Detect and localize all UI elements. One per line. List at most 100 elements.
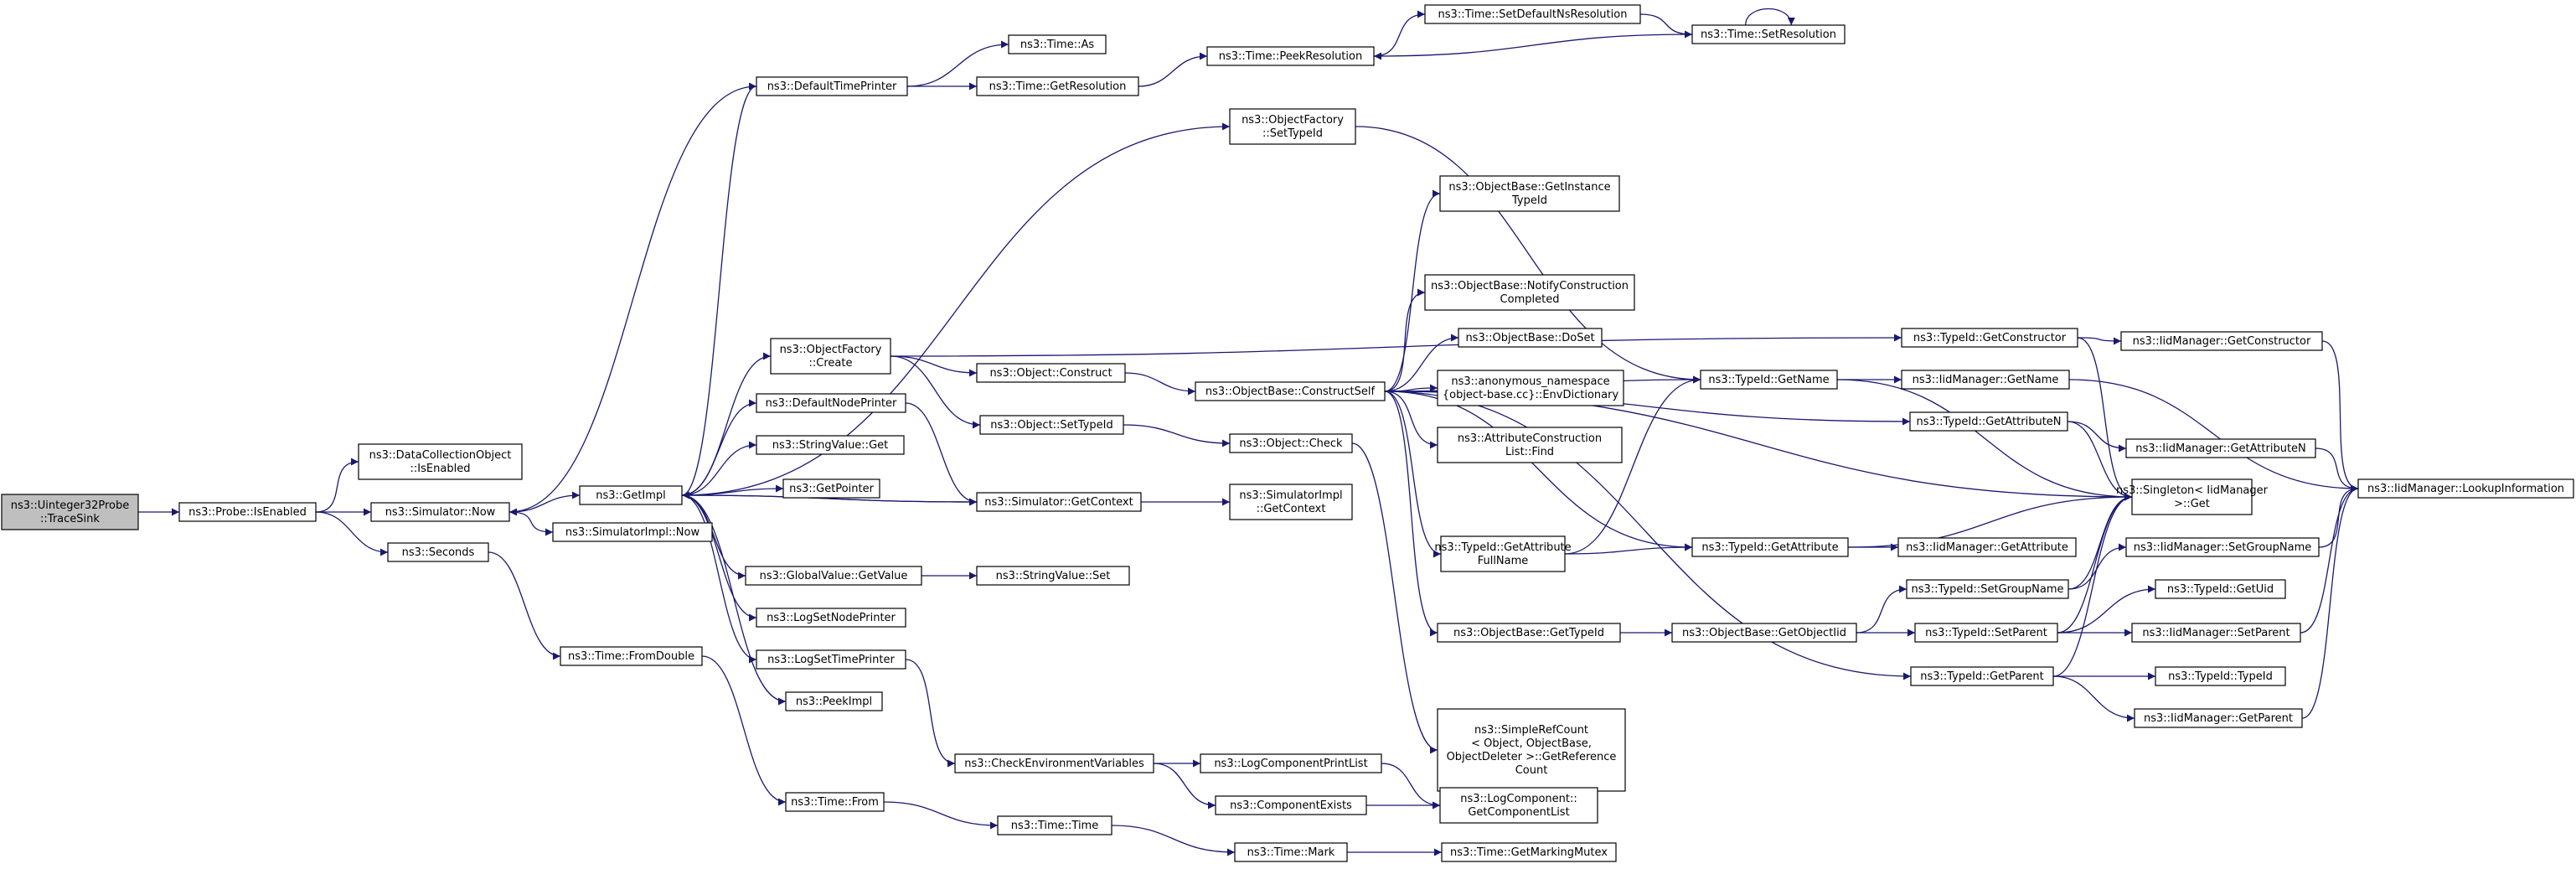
graph-node[interactable]: ns3::TypeId::GetAttributeN [1909,411,2068,432]
graph-node[interactable]: ns3::Object::SetTypeId [979,415,1124,435]
graph-node[interactable]: ns3::Simulator::GetContext [976,492,1142,512]
node-label: >::Get [2174,498,2210,510]
node-label: ns3::Simulator::Now [385,506,496,519]
graph-node[interactable]: ns3::IidManager::SetGroupName [2125,537,2320,557]
graph-node[interactable]: ns3::Probe::IsEnabled [178,502,317,522]
graph-node[interactable]: ns3::Time::FromDouble [560,646,703,666]
graph-node[interactable]: ns3::LogSetNodePrinter [756,608,906,628]
node-label: ns3::Time::SetResolution [1701,28,1836,41]
node-box [1691,24,1846,44]
edge-line [2301,484,2359,719]
graph-node[interactable]: ns3::anonymous_namespace{object-base.cc}… [1437,370,1624,406]
graph-node[interactable]: ns3::StringValue::Set [976,566,1130,586]
graph-node[interactable]: ns3::CheckEnvironmentVariables [954,753,1154,773]
graph-node[interactable]: ns3::GetPointer [782,478,880,499]
graph-node[interactable]: ns3::ObjectBase::GetTypeId [1437,623,1621,643]
graph-node[interactable]: ns3::ObjectBase::GetObjectIid [1671,623,1857,643]
node-label: ns3::Time::As [1020,39,1095,51]
graph-node[interactable]: ns3::DefaultTimePrinter [756,76,908,96]
node-box [976,566,1130,586]
graph-node[interactable]: ns3::TypeId::SetGroupName [1906,579,2069,599]
node-label: Completed [1500,293,1560,306]
edge-n1-n2 [315,458,359,513]
edge-line [1856,585,1907,634]
graph-node[interactable]: ns3::Seconds [387,542,489,562]
graph-node[interactable]: ns3::ObjectFactory::Create [770,338,891,375]
edge-line [905,659,956,768]
graph-node[interactable]: ns3::IidManager::GetConstructor [2120,331,2323,351]
graph-node[interactable]: ns3::Object::Check [1229,433,1353,453]
graph-node[interactable]: ns3::SimpleRefCount< Object, ObjectBase,… [1437,708,1626,792]
graph-node[interactable]: ns3::TypeId::TypeId [2155,666,2286,686]
node-label: ns3::SimulatorImpl::Now [565,526,700,539]
graph-node[interactable]: ns3::Time::GetMarkingMutex [1441,842,1617,862]
graph-node[interactable]: ns3::ObjectFactory::SetTypeId [1229,108,1356,145]
node-box [1234,842,1348,862]
graph-node[interactable]: ns3::Time::PeekResolution [1206,46,1375,66]
node-label: ns3::Object::Check [1239,437,1343,450]
graph-node[interactable]: ns3::TypeId::GetName [1700,370,1838,390]
edge-n10-n25 [890,355,981,429]
edge-n49-n56 [2077,337,2122,345]
graph-node[interactable]: ns3::TypeId::GetParent [1910,666,2054,686]
edge-n48-n53 [1856,585,1907,634]
node-box [1906,579,2069,599]
node-label: ::GetContext [1257,503,1326,515]
graph-node[interactable]: ns3::IidManager::LookupInformation [2357,478,2574,499]
graph-node[interactable]: ns3::Time::Time [997,815,1112,835]
edge-n8-n29 [883,801,999,830]
graph-node[interactable]: ns3::Object::Construct [976,363,1126,383]
edge-line [2067,421,2127,453]
graph-node[interactable]: ns3::Time::SetDefaultNsResolution [1424,4,1641,24]
graph-node[interactable]: ns3::DataCollectionObject::IsEnabled [358,443,523,480]
node-box [1671,623,1857,643]
node-box [2357,478,2574,499]
graph-node[interactable]: ns3::StringValue::Get [756,435,905,455]
graph-node[interactable]: ns3::IidManager::GetAttribute [1897,537,2077,557]
graph-node[interactable]: ns3::SimulatorImpl::GetContext [1229,484,1353,520]
graph-node[interactable]: ns3::IidManager::SetParent [2131,623,2301,643]
graph-node[interactable]: ns3::IidManager::GetParent [2134,708,2303,728]
graph-node[interactable]: ns3::PeekImpl [785,691,883,711]
graph-node[interactable]: ns3::ComponentExists [1215,795,1367,815]
node-label: ns3::IidManager::GetAttribute [1906,541,2068,554]
edge-n1-n4 [315,511,389,556]
node-box [1439,175,1620,212]
graph-node[interactable]: ns3::IidManager::GetName [1901,370,2070,390]
node-label: ns3::IidManager::SetParent [2142,627,2289,639]
graph-node[interactable]: ns3::DefaultNodePrinter [756,393,906,413]
graph-node[interactable]: ns3::GetImpl [579,485,683,505]
graph-node[interactable]: ns3::TypeId::GetConstructor [1901,328,2078,348]
graph-node[interactable]: ns3::LogSetTimePrinter [756,649,906,670]
node-box [178,502,317,522]
graph-node[interactable]: ns3::Time::From [785,792,885,812]
graph-node[interactable]: ns3::TypeId::GetAttribute [1691,537,1849,557]
graph-node[interactable]: ns3::LogComponentPrintList [1200,753,1382,773]
graph-node[interactable]: ns3::ObjectBase::DoSet [1458,328,1603,348]
graph-node[interactable]: ns3::TypeId::SetParent [1914,623,2058,643]
edge-n30-n55 [1384,391,1912,680]
graph-node[interactable]: ns3::Time::As [1008,34,1107,54]
graph-node[interactable]: ns3::Time::Mark [1234,842,1348,862]
graph-node[interactable]: ns3::ObjectBase::NotifyConstructionCompl… [1424,274,1635,311]
edges-layer [138,8,2359,856]
graph-node[interactable]: ns3::GlobalValue::GetValue [745,566,922,586]
graph-node[interactable]: ns3::IidManager::GetAttributeN [2125,438,2316,458]
graph-node[interactable]: ns3::Singleton< IidManager>::Get [2116,478,2269,515]
edge-line [1564,375,1701,555]
graph-node[interactable]: ns3::LogComponent::GetComponentList [1439,787,1598,824]
graph-node[interactable]: ns3::Time::GetResolution [976,76,1139,96]
graph-node[interactable]: ns3::ObjectBase::ConstructSelf [1195,381,1386,401]
node-label: ns3::Time::GetMarkingMutex [1450,846,1608,859]
graph-node[interactable]: ns3::TypeId::GetUid [2155,579,2286,599]
edge-n22-n22 [1745,8,1795,26]
graph-node[interactable]: ns3::Time::SetResolution [1691,24,1846,44]
graph-node[interactable]: ns3::SimulatorImpl::Now [552,522,713,542]
edge-n25-n31 [1123,424,1231,447]
graph-node[interactable]: ns3::Simulator::Now [370,502,510,522]
edge-n5-n9 [681,82,757,496]
edge-n5-n11 [681,399,757,496]
